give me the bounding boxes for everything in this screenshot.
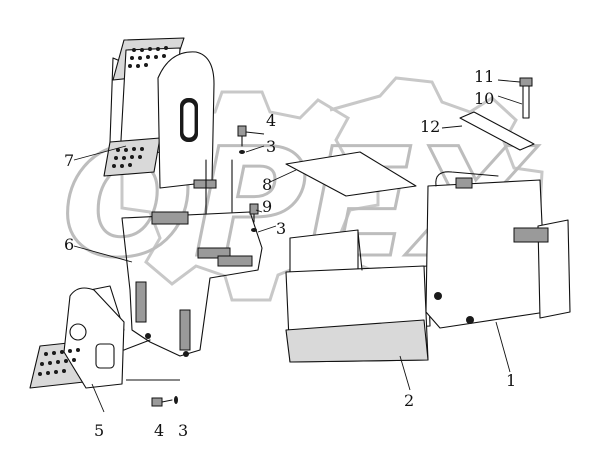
frame-upright-right	[179, 309, 191, 351]
washer-3-middle	[251, 228, 257, 232]
box-bottom-face	[285, 319, 429, 363]
callout-labels: 1 2 3 3 3 4 4 5 6 7 8 9 10 11 12	[64, 67, 516, 440]
side-bracket-bolt-2	[466, 316, 474, 324]
bolt-4-lower	[151, 397, 163, 407]
side-bracket-hinge	[513, 227, 549, 243]
part-10-bolt-shank	[522, 85, 530, 119]
lower-step-holes	[38, 348, 80, 376]
part-1-side-bracket	[425, 171, 571, 329]
frame-mount-block-2	[217, 255, 253, 267]
callout-6: 6	[64, 235, 74, 254]
part-5-lower-step-bracket	[29, 285, 151, 389]
part-12-strip	[459, 111, 535, 151]
part-10-11-bolt-assembly	[519, 77, 533, 119]
upper-bracket-foot-pad	[193, 179, 217, 189]
frame-mount-block	[197, 247, 231, 259]
leader-lines	[73, 79, 523, 413]
part-7-upper-step-bracket	[103, 37, 217, 189]
washer-3-upper	[239, 150, 245, 154]
callout-3-middle: 3	[276, 219, 286, 238]
lower-bracket-hole	[69, 323, 87, 341]
callout-4-lower: 4	[154, 421, 164, 440]
callout-9: 9	[262, 197, 272, 216]
side-bracket-flange	[537, 219, 571, 319]
callout-12: 12	[420, 117, 440, 136]
washer-3-lower	[174, 396, 178, 404]
callout-7: 7	[64, 151, 74, 170]
fasteners-lower	[151, 396, 178, 407]
callout-2: 2	[404, 391, 414, 410]
side-bracket-bolt-1	[434, 292, 442, 300]
frame-upright-left	[135, 281, 147, 323]
callout-10: 10	[474, 89, 494, 108]
upper-step-holes	[112, 46, 168, 168]
callout-11: 11	[474, 67, 494, 86]
bolt-9	[249, 203, 259, 215]
callout-4-upper: 4	[266, 111, 276, 130]
callout-1: 1	[506, 371, 516, 390]
bolt-4-upper	[237, 125, 247, 137]
part-11-bolt-head	[519, 77, 533, 87]
part-2-battery-box	[285, 229, 431, 363]
callout-3-upper: 3	[266, 137, 276, 156]
part-8-cover-plate	[285, 151, 417, 197]
callout-5: 5	[94, 421, 104, 440]
frame-top-clamp	[151, 211, 189, 225]
callout-3-lower: 3	[178, 421, 188, 440]
frame-plate-outline	[121, 211, 263, 357]
part-6-frame-plate	[121, 159, 263, 357]
side-bracket-body	[425, 179, 547, 329]
fasteners-upper	[237, 125, 259, 232]
callout-8: 8	[262, 175, 272, 194]
